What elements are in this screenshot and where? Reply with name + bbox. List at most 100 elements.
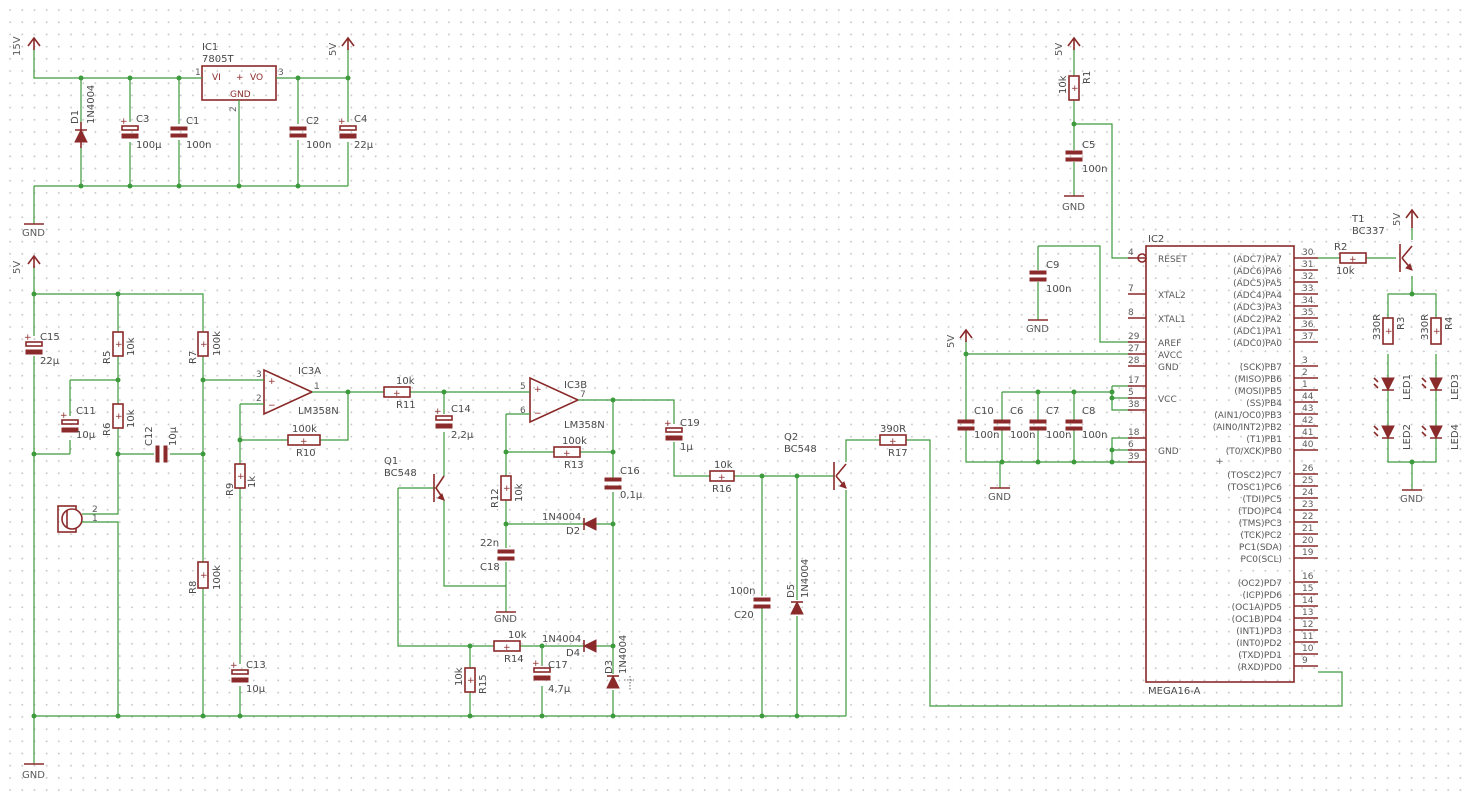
capacitor-c4: + C4 22µ [338, 114, 374, 151]
ic2-pin-number: 43 [1302, 404, 1313, 414]
ic2-pin-number: 2 [1302, 368, 1308, 378]
svg-text:100k: 100k [212, 331, 223, 356]
svg-text:GND: GND [230, 90, 251, 100]
svg-text:10µ: 10µ [76, 430, 96, 441]
svg-text:LED1: LED1 [1402, 374, 1413, 400]
ic2-pin-36: 36(ADC1)PA1 [1233, 320, 1318, 337]
ic2-pin-number: 20 [1302, 536, 1314, 546]
ic2-pin-number: 35 [1302, 308, 1313, 318]
svg-text:100n: 100n [1010, 430, 1035, 441]
svg-text:1: 1 [195, 68, 201, 78]
svg-text:+: + [24, 333, 32, 343]
svg-text:+: + [889, 437, 897, 447]
svg-text:C7: C7 [1046, 406, 1059, 417]
svg-text:10k: 10k [1336, 266, 1355, 277]
ic2-pin-number: 18 [1128, 428, 1140, 438]
ic2-pin-number: 7 [1128, 284, 1134, 294]
svg-text:C14: C14 [451, 404, 471, 415]
power-supply-section: 15V 5V GND VI + VO GND 1 3 2 IC1 7805T [12, 36, 374, 239]
ic2-pin-17: 17 [1128, 376, 1146, 387]
capacitor-c20: 100n C20 [730, 586, 771, 621]
svg-text:R4: R4 [1444, 317, 1455, 330]
svg-text:2: 2 [229, 106, 239, 112]
svg-text:R10: R10 [296, 448, 316, 459]
svg-text:+: + [60, 411, 68, 421]
ic2-pin-33: 33(ADC4)PA4 [1233, 284, 1318, 301]
svg-text:10k: 10k [514, 483, 525, 502]
svg-text:+: + [236, 73, 244, 83]
led-led2: LED2 [1373, 424, 1413, 450]
svg-text:C12: C12 [144, 426, 155, 446]
detector-section: + C14 2,2µ Q1 BC548 + − 5 6 7 IC3B LM358… [384, 376, 1343, 719]
svg-text:+: + [503, 643, 511, 653]
svg-text:100k: 100k [212, 565, 223, 590]
ic2-pin-16: 16(OC2)PD7 [1238, 572, 1318, 589]
svg-text:100µ: 100µ [136, 140, 162, 151]
capacitor-c3: + C3 100µ [120, 114, 162, 151]
svg-text:100n: 100n [1046, 284, 1071, 295]
capacitor-c19: + C19 1µ [664, 418, 700, 453]
svg-text:D2: D2 [566, 526, 580, 537]
ic2-pin-label: (ADC0)PA0 [1233, 339, 1282, 349]
svg-text:+: + [200, 340, 208, 350]
resistor-r13: + 100k R13 [553, 436, 587, 471]
ic2-pin-number: 33 [1302, 284, 1313, 294]
ic2-pin-10: 10(TXD)PD1 [1238, 644, 1318, 661]
svg-text:R8: R8 [188, 581, 199, 594]
svg-text:T1: T1 [1351, 214, 1364, 225]
ground-symbol-main: GND [22, 763, 45, 781]
ic2-pin-44: 44(SS)PB4 [1246, 392, 1318, 409]
supply-5v-label: 5V [328, 43, 339, 56]
ic2-pin-number: 14 [1302, 596, 1314, 606]
ic2-pin-21: 21(TCK)PC2 [1240, 524, 1318, 541]
svg-text:R14: R14 [504, 654, 524, 665]
ic2-pin-number: 26 [1302, 464, 1314, 474]
svg-text:+: + [1216, 457, 1224, 467]
svg-text:R11: R11 [396, 400, 416, 411]
ic2-pin-label: (ADC5)PA5 [1233, 279, 1282, 289]
ic2-pin-number: 32 [1302, 272, 1313, 282]
ic2-pin-label: RESET [1158, 255, 1187, 265]
svg-text:LM358N: LM358N [298, 406, 339, 417]
svg-text:GND: GND [1400, 494, 1423, 505]
svg-text:R7: R7 [188, 351, 199, 364]
ic2-pin-22: 22(TMS)PC3 [1239, 512, 1318, 529]
ic2-pin-number: 28 [1128, 356, 1140, 366]
ic2-pin-35: 35(ADC2)PA2 [1233, 308, 1318, 325]
ic2-pin-number: 13 [1302, 608, 1313, 618]
resistor-r5: + R5 10k [102, 331, 137, 364]
resistor-r15: + 10k R15 [454, 667, 489, 694]
svg-text:C3: C3 [136, 114, 149, 125]
svg-text:6: 6 [520, 406, 526, 416]
svg-text:10µ: 10µ [246, 684, 266, 695]
svg-text:+: + [563, 449, 571, 459]
ic2-pin-number: 38 [1128, 400, 1140, 410]
svg-text:7: 7 [580, 390, 586, 400]
supply-5v-symbol-preamp: 5V [12, 254, 41, 274]
svg-text:GND: GND [1062, 202, 1085, 213]
ic2-pin-label: (AIN0/INT2)PB2 [1213, 423, 1282, 433]
ic2-pin-39: 39 [1128, 452, 1146, 463]
ic2-pin-label: (TDI)PC5 [1242, 495, 1282, 505]
ic2-pin-number: 36 [1302, 320, 1314, 330]
svg-text:Q1: Q1 [384, 456, 398, 467]
svg-text:+: + [1349, 255, 1357, 265]
capacitor-c8: C8 100n [1065, 406, 1107, 441]
svg-text:100n: 100n [974, 430, 999, 441]
svg-text:C6: C6 [1010, 406, 1023, 417]
ic2-pin-11: 11(INT0)PD2 [1236, 632, 1318, 649]
svg-text:5V: 5V [1054, 43, 1065, 56]
svg-text:1N4004: 1N4004 [800, 559, 811, 598]
ic2-pin-number: 9 [1302, 656, 1308, 666]
ic2-pin-label: GND [1158, 447, 1179, 457]
capacitor-c11: + C11 10µ [60, 406, 96, 441]
svg-text:10k: 10k [508, 630, 527, 641]
ic2-pin-label: (SS)PB4 [1246, 399, 1282, 409]
ic2-pin-number: 3 [1302, 356, 1308, 366]
diode-d1: D1 1N4004 [70, 85, 97, 148]
